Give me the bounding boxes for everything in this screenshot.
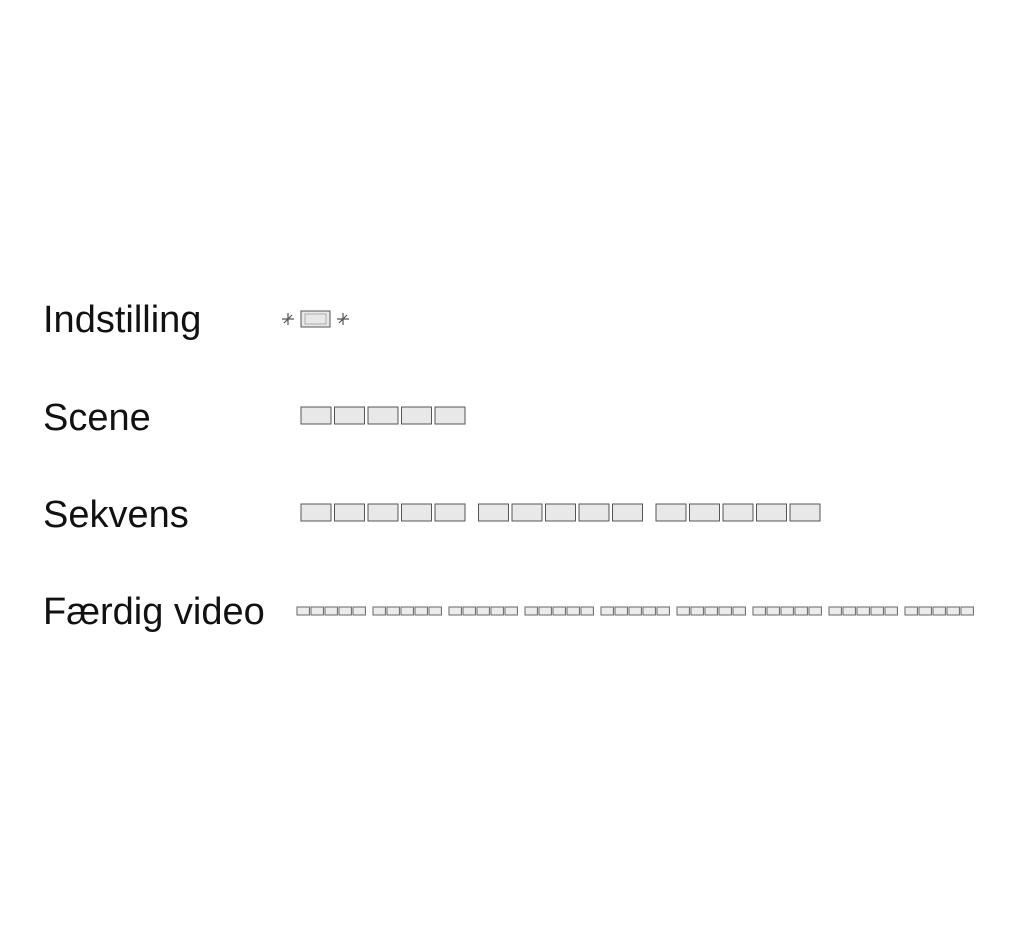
row-label-faerdig-video: Færdig video (43, 591, 265, 633)
frame (600, 606, 614, 616)
frame (704, 606, 718, 616)
frame (552, 606, 566, 616)
row-indstilling: Indstilling (0, 298, 1012, 358)
frame (756, 503, 787, 522)
frame (689, 503, 720, 522)
frame (538, 606, 552, 616)
frame (401, 406, 432, 425)
frame (545, 503, 576, 522)
finished-video-diagram (296, 606, 974, 616)
frame (856, 606, 870, 616)
frame (300, 503, 332, 522)
frame (566, 606, 580, 616)
frame (524, 606, 538, 616)
row-label-indstilling: Indstilling (43, 299, 202, 341)
frame (352, 606, 366, 616)
shot-diagram (282, 310, 349, 328)
frame (676, 606, 690, 616)
frame (511, 503, 543, 522)
scene-diagram (300, 406, 466, 425)
frame (334, 406, 365, 425)
frame (904, 606, 918, 616)
frame (789, 503, 821, 522)
frame (642, 606, 656, 616)
frame (718, 606, 732, 616)
frame (766, 606, 780, 616)
frame (578, 503, 610, 522)
frame (842, 606, 856, 616)
frame (386, 606, 400, 616)
frame (448, 606, 462, 616)
frame (372, 606, 386, 616)
frame (932, 606, 946, 616)
frame (960, 606, 974, 616)
cut-mark-icon (282, 313, 294, 325)
frame (808, 606, 822, 616)
cut-mark-icon (337, 313, 349, 325)
frame (462, 606, 476, 616)
frame (476, 606, 490, 616)
frame (300, 310, 331, 328)
frame (828, 606, 842, 616)
frame (324, 606, 338, 616)
frame (434, 406, 466, 425)
frame (296, 606, 310, 616)
frame (490, 606, 504, 616)
row-faerdig-video: Færdig video (0, 590, 1012, 650)
frame (400, 606, 414, 616)
frame (334, 503, 365, 522)
row-scene: Scene (0, 396, 1012, 456)
frame (752, 606, 766, 616)
row-label-scene: Scene (43, 397, 151, 439)
sequence-diagram (300, 503, 821, 522)
row-sekvens: Sekvens (0, 493, 1012, 553)
frame (428, 606, 442, 616)
frame (310, 606, 324, 616)
frame (690, 606, 704, 616)
frame-inner (304, 313, 327, 325)
frame (401, 503, 432, 522)
frame (612, 503, 643, 522)
frame (367, 503, 399, 522)
frame (414, 606, 428, 616)
frame (580, 606, 594, 616)
frame (478, 503, 509, 522)
frame (434, 503, 466, 522)
frame (504, 606, 518, 616)
frame (300, 406, 332, 425)
frame (338, 606, 352, 616)
row-label-sekvens: Sekvens (43, 494, 189, 536)
frame (946, 606, 960, 616)
frame (884, 606, 898, 616)
frame (780, 606, 794, 616)
frame (722, 503, 754, 522)
frame (794, 606, 808, 616)
frame (656, 606, 670, 616)
frame (614, 606, 628, 616)
frame (732, 606, 746, 616)
frame (628, 606, 642, 616)
frame (655, 503, 687, 522)
frame (367, 406, 399, 425)
frame (918, 606, 932, 616)
frame (870, 606, 884, 616)
